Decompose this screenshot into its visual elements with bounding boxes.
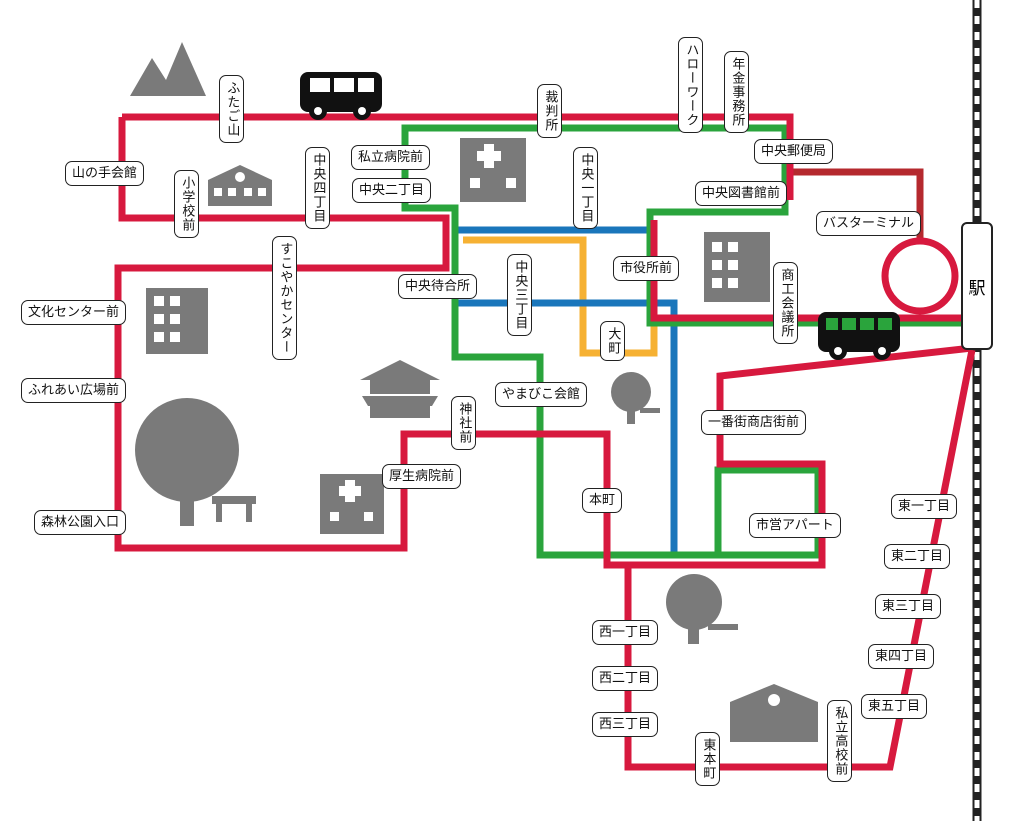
hospital-icon bbox=[460, 138, 526, 202]
stop-sukoyaka[interactable]: すこやかセンター bbox=[272, 236, 297, 360]
stop-ichiban[interactable]: 一番街商店街前 bbox=[701, 410, 807, 435]
route-yellow[interactable] bbox=[463, 236, 658, 357]
bus-green-icon bbox=[818, 312, 900, 360]
stop-chuo2[interactable]: 中央二丁目 bbox=[352, 178, 432, 203]
stop-chuo4[interactable]: 中央四丁目 bbox=[305, 147, 330, 229]
stop-higashi2[interactable]: 東二丁目 bbox=[884, 544, 951, 569]
route-green[interactable] bbox=[401, 124, 962, 559]
stop-fureai[interactable]: ふれあい広場前 bbox=[21, 378, 127, 403]
stop-koko[interactable]: 私立高校前 bbox=[827, 700, 852, 782]
stop-omachi[interactable]: 大町 bbox=[600, 321, 625, 361]
stop-shogakko[interactable]: 小学校前 bbox=[174, 170, 199, 238]
park-tree-icon bbox=[135, 398, 256, 526]
station-label[interactable]: 駅 bbox=[961, 222, 993, 350]
stop-nishi3[interactable]: 西三丁目 bbox=[592, 712, 659, 737]
stop-shinrin[interactable]: 森林公園入口 bbox=[34, 510, 127, 535]
stop-yubin[interactable]: 中央郵便局 bbox=[754, 139, 834, 164]
stop-chuo3[interactable]: 中央三丁目 bbox=[507, 254, 532, 336]
stop-nishi2[interactable]: 西二丁目 bbox=[592, 666, 659, 691]
stop-chuo1[interactable]: 中央一丁目 bbox=[573, 147, 598, 229]
bus-icon bbox=[300, 72, 382, 120]
temple-icon bbox=[360, 360, 440, 418]
stop-toshokan[interactable]: 中央図書館前 bbox=[695, 181, 788, 206]
stop-jinja[interactable]: 神社前 bbox=[451, 396, 476, 450]
stop-higashi3[interactable]: 東三丁目 bbox=[875, 594, 942, 619]
stop-higashi4[interactable]: 東四丁目 bbox=[868, 644, 935, 669]
school-icon bbox=[208, 165, 272, 206]
mountain-icon bbox=[130, 42, 206, 96]
hospital-icon bbox=[320, 474, 384, 534]
stop-higashi1[interactable]: 東一丁目 bbox=[891, 494, 958, 519]
stop-shiei[interactable]: 市営アパート bbox=[749, 513, 841, 538]
stop-machiai[interactable]: 中央待合所 bbox=[398, 274, 478, 299]
stop-shiyakusho[interactable]: 市役所前 bbox=[613, 256, 680, 281]
tree-icon bbox=[666, 574, 738, 644]
school-icon bbox=[730, 684, 818, 742]
stop-honmachi[interactable]: 本町 bbox=[582, 488, 623, 513]
stop-yamabiko[interactable]: やまびこ会館 bbox=[495, 382, 588, 407]
stop-busterminal[interactable]: バスターミナル bbox=[816, 211, 922, 236]
office-building-icon bbox=[146, 288, 208, 354]
stop-kosei[interactable]: 厚生病院前 bbox=[382, 464, 462, 489]
tree-icon bbox=[611, 372, 660, 424]
stop-hellowork[interactable]: ハローワーク bbox=[678, 37, 703, 133]
stop-bunka[interactable]: 文化センター前 bbox=[21, 300, 127, 325]
stop-higashihon[interactable]: 東本町 bbox=[695, 732, 720, 786]
stop-nenkin[interactable]: 年金事務所 bbox=[724, 51, 749, 133]
stop-saibansho[interactable]: 裁判所 bbox=[537, 84, 562, 138]
stop-futagoyama[interactable]: ふたご山 bbox=[219, 75, 244, 143]
stop-yamanote[interactable]: 山の手会館 bbox=[65, 161, 145, 186]
stop-shiritsubyoin[interactable]: 私立病院前 bbox=[351, 145, 431, 170]
stop-shoko[interactable]: 商工会議所 bbox=[773, 262, 798, 344]
city-hall-building-icon bbox=[704, 232, 770, 302]
stop-nishi1[interactable]: 西一丁目 bbox=[592, 620, 659, 645]
stop-higashi5[interactable]: 東五丁目 bbox=[861, 694, 928, 719]
